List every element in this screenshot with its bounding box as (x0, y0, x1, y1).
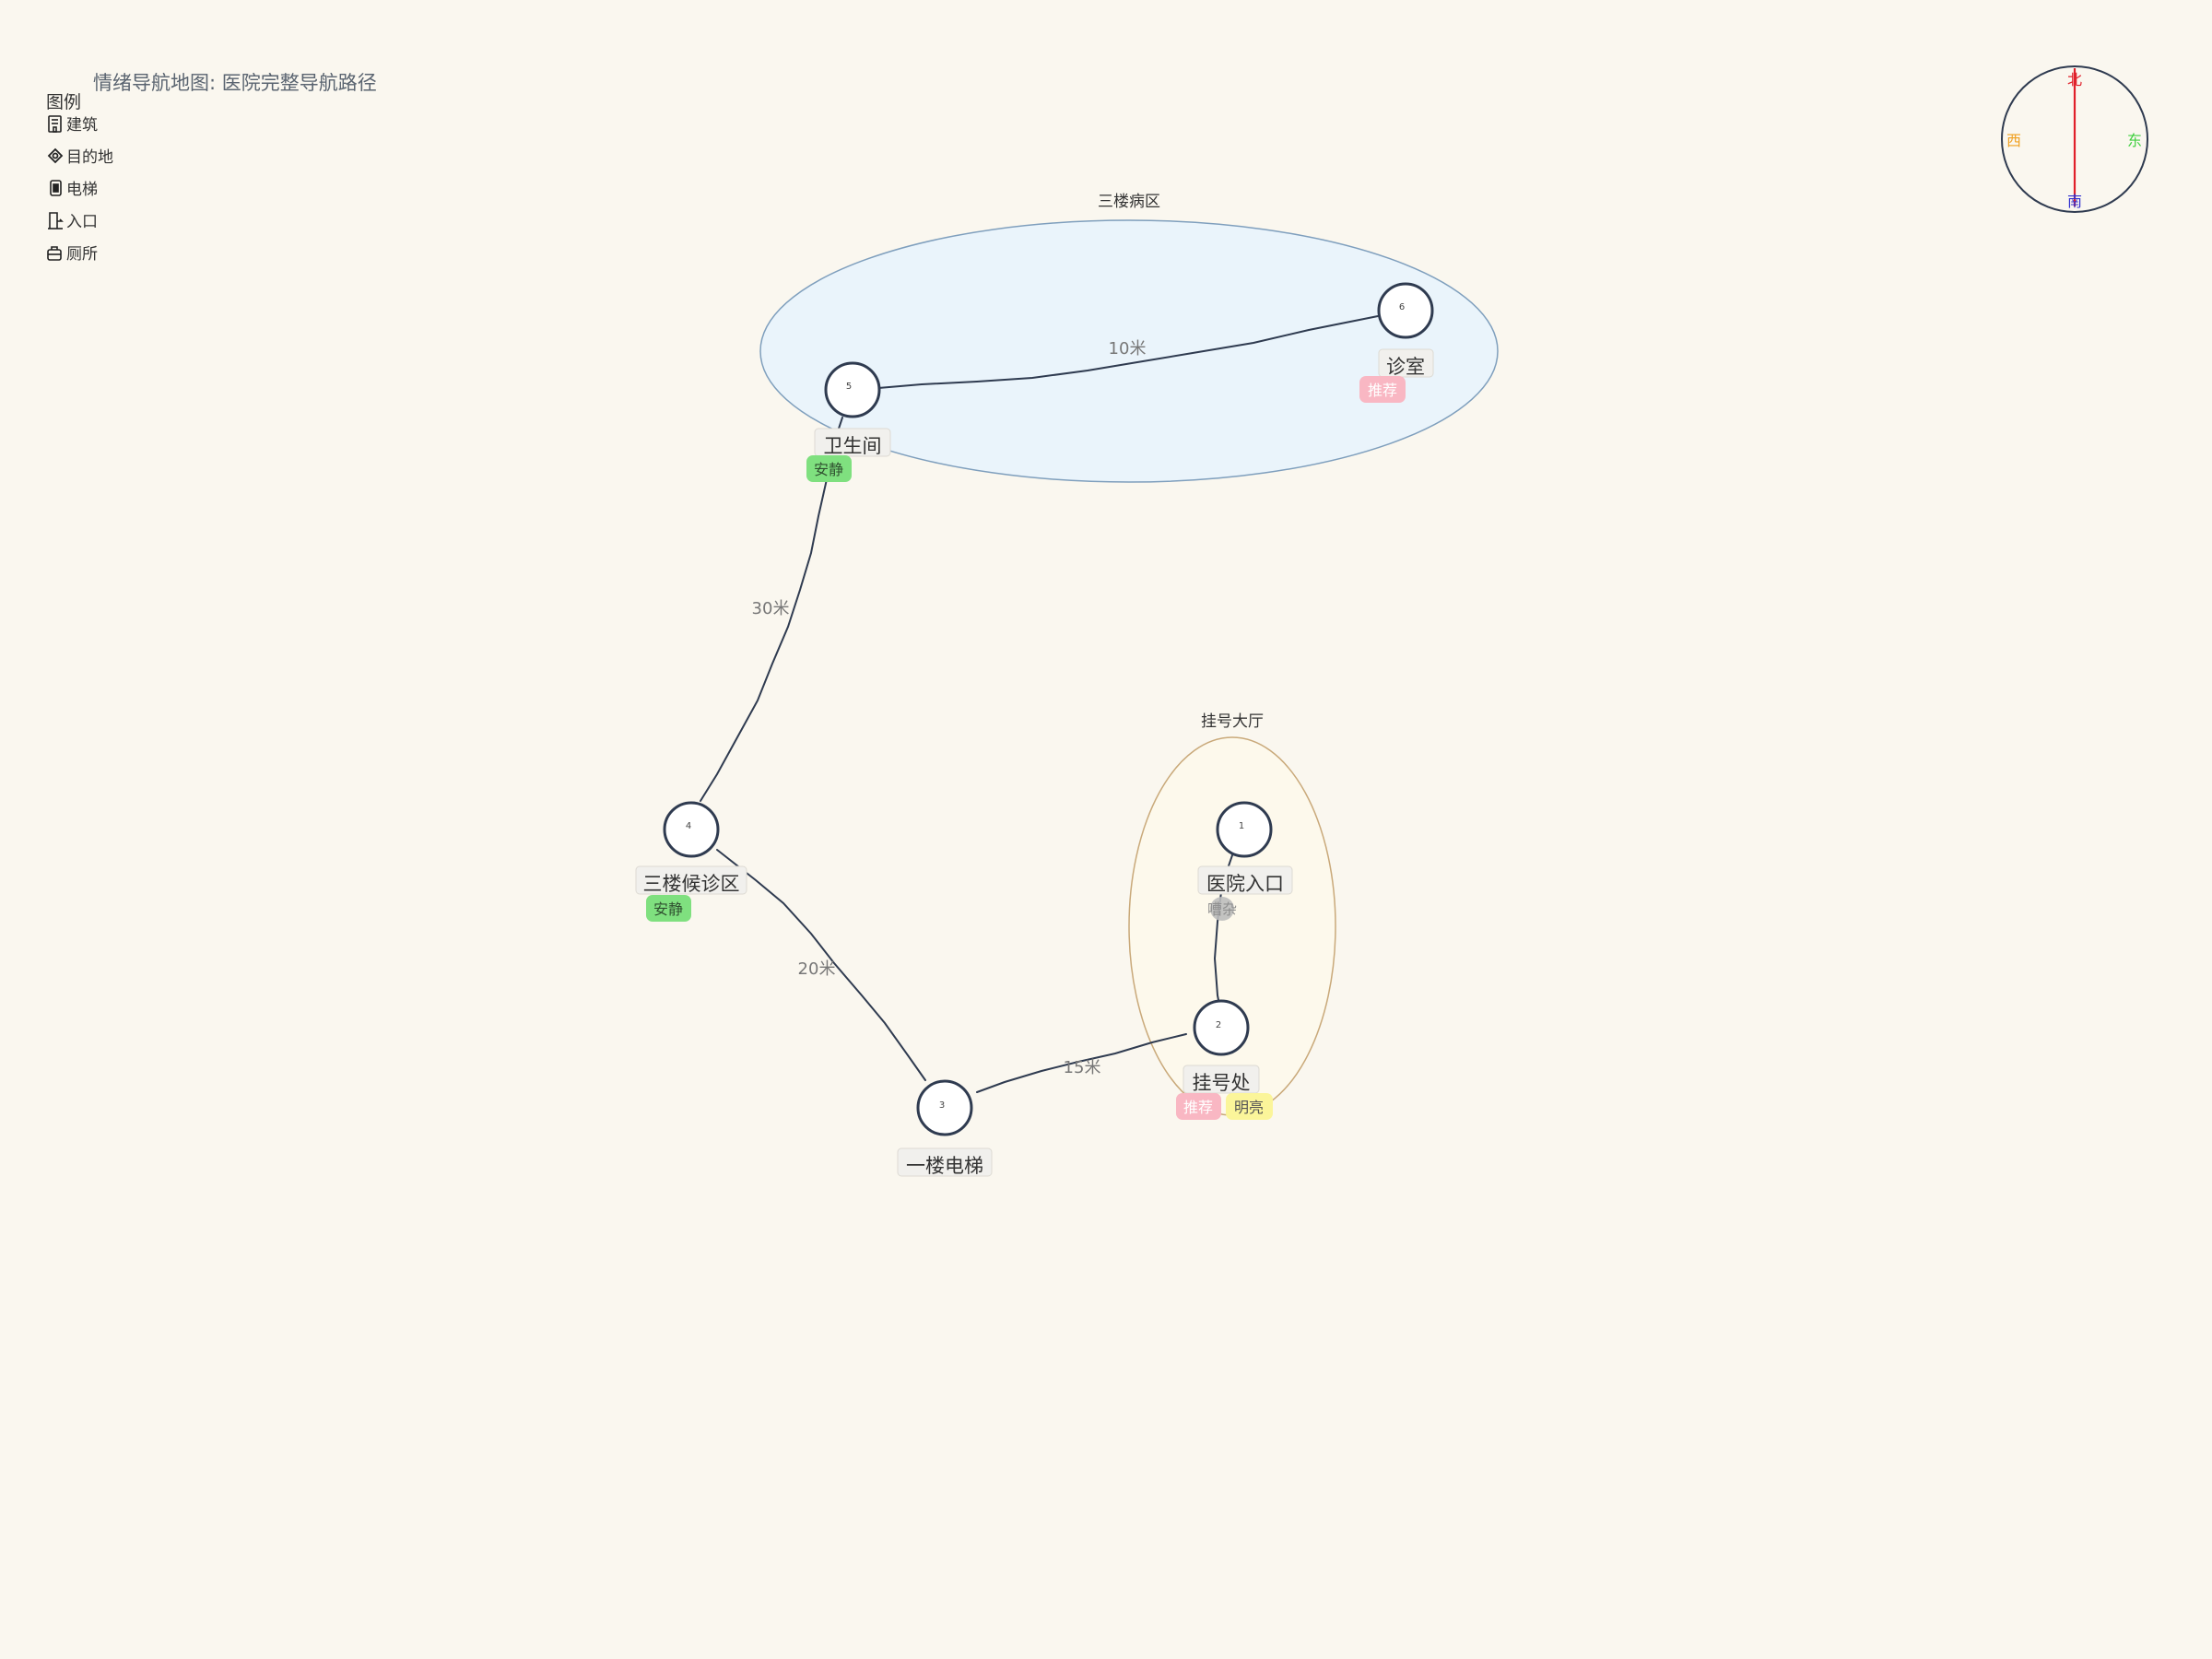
area-hall: 挂号大厅 (1128, 712, 1336, 1116)
edge-distance-2-3: 15米 (1064, 1058, 1101, 1077)
route-edge-1-2 (1213, 834, 1239, 1006)
destination-icon (47, 147, 64, 164)
compass-north: 北 (2067, 71, 2082, 88)
node-tag-background (1359, 376, 1406, 403)
node-number: 5 (846, 382, 852, 392)
edge-badge-background (1210, 897, 1234, 921)
node-label: 三楼候诊区 (643, 873, 740, 895)
edge-distance-3-4: 20米 (798, 959, 836, 979)
route-edge-3-4 (716, 849, 926, 1081)
node-3[interactable]: 3 一楼电梯 (897, 1079, 993, 1177)
node-tag-background (646, 895, 691, 922)
node-tag-text: 推荐 (1183, 1099, 1213, 1116)
compass: 北 南 西 东 (2001, 65, 2148, 213)
node-label: 一楼电梯 (906, 1155, 983, 1177)
node-label-box (635, 865, 747, 895)
node-1[interactable]: 1 医院入口 (1197, 801, 1293, 895)
node-label-box (1182, 1065, 1260, 1094)
node-tag-background (1176, 1093, 1221, 1120)
legend-item-building: 建筑 (48, 115, 98, 135)
node-5[interactable]: 5 卫生间 安静 (806, 361, 891, 482)
entrance-icon (48, 212, 64, 229)
node-6[interactable]: 6 诊室 推荐 (1359, 282, 1434, 403)
node-number: 4 (686, 821, 691, 831)
area-ward: 三楼病区 (759, 193, 1499, 483)
node-tag-text: 安静 (814, 461, 843, 478)
node-label: 卫生间 (824, 435, 882, 457)
area-ward-boundary (759, 219, 1499, 483)
route-edge-2-3 (976, 1033, 1187, 1093)
legend-label-destination: 目的地 (66, 148, 113, 167)
legend-item-entrance: 入口 (48, 212, 98, 231)
compass-east: 东 (2127, 132, 2142, 149)
node-label-box (897, 1147, 993, 1177)
building-icon (48, 115, 62, 133)
node-label: 诊室 (1386, 356, 1425, 378)
edge-badge-1-2: 嘈杂 (1207, 897, 1237, 921)
legend-label-building: 建筑 (66, 116, 98, 135)
node-label: 医院入口 (1206, 873, 1284, 895)
legend-item-elevator: 电梯 (50, 180, 98, 199)
route-edge-5-6 (877, 315, 1379, 389)
legend-item-destination: 目的地 (47, 147, 113, 167)
restroom-icon (47, 246, 62, 261)
node-tag-background (806, 455, 852, 482)
legend: 图例 建筑 目的地 电梯 (46, 92, 113, 264)
node-circle[interactable] (916, 1079, 973, 1136)
legend-item-restroom: 厕所 (47, 245, 98, 264)
compass-west: 西 (2006, 132, 2021, 149)
node-tag-recommended: 推荐 (1176, 1093, 1221, 1120)
node-number: 2 (1216, 1020, 1221, 1030)
legend-label-restroom: 厕所 (66, 245, 98, 264)
node-tag-text: 推荐 (1368, 382, 1397, 399)
legend-title: 图例 (46, 92, 81, 112)
node-label-box (1197, 865, 1293, 895)
route-nodes: 1 医院入口 2 挂号处 推荐 明亮 3 一楼电梯 4 (635, 282, 1434, 1177)
map-title: 情绪导航地图: 医院完整导航路径 (93, 72, 377, 94)
node-circle[interactable] (663, 801, 720, 858)
node-tag-quiet: 安静 (806, 455, 852, 482)
node-circle[interactable] (1193, 999, 1250, 1056)
area-ward-label: 三楼病区 (1098, 193, 1160, 211)
node-number: 1 (1239, 821, 1244, 831)
node-number: 6 (1399, 302, 1405, 312)
node-tag-recommended: 推荐 (1359, 376, 1406, 403)
node-circle[interactable] (824, 361, 881, 418)
node-number: 3 (939, 1100, 945, 1111)
compass-ring (2001, 65, 2148, 213)
node-label-box (1378, 348, 1434, 378)
legend-label-entrance: 入口 (66, 213, 98, 231)
node-circle[interactable] (1216, 801, 1273, 858)
node-tag-text: 安静 (653, 900, 683, 918)
node-label: 挂号处 (1193, 1072, 1251, 1094)
node-4[interactable]: 4 三楼候诊区 安静 (635, 801, 747, 922)
edge-badge-text: 嘈杂 (1207, 900, 1237, 918)
node-tag-text: 明亮 (1234, 1099, 1264, 1116)
node-label-box (814, 428, 891, 457)
node-2[interactable]: 2 挂号处 推荐 明亮 (1176, 999, 1273, 1120)
edge-distance-4-5: 30米 (752, 599, 790, 618)
node-circle[interactable] (1377, 282, 1434, 339)
compass-south: 南 (2067, 193, 2082, 210)
node-tag-background (1226, 1093, 1273, 1120)
legend-label-elevator: 电梯 (66, 181, 98, 199)
edge-distance-5-6: 10米 (1109, 339, 1147, 359)
node-tag-quiet: 安静 (646, 895, 691, 922)
elevator-icon (50, 180, 62, 196)
node-tag-bright: 明亮 (1226, 1093, 1273, 1120)
area-hall-boundary (1128, 736, 1336, 1116)
area-hall-label: 挂号大厅 (1201, 712, 1264, 731)
